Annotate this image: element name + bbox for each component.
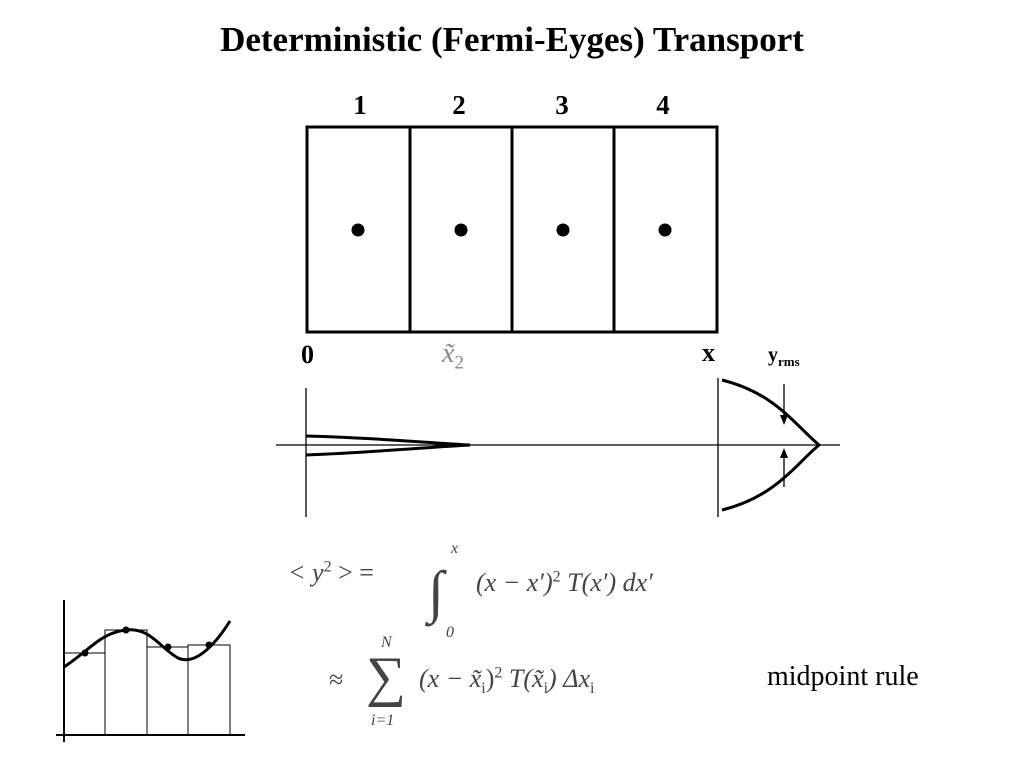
cell-label-1: 1: [353, 90, 367, 120]
initial-beam-profile: [305, 434, 471, 457]
exit-beam-profile: [721, 378, 822, 512]
yrms-label: yrms: [768, 344, 800, 369]
cell-label-2: 2: [452, 90, 466, 120]
sketch-midpoint-dot: [81, 649, 89, 657]
slab-end-label: x: [702, 338, 715, 367]
approx-symbol: ≈: [329, 665, 344, 694]
summation-sign: ∑: [366, 646, 406, 708]
sketch-function-curve: [63, 620, 232, 669]
integral-upper-limit: x: [451, 540, 459, 557]
sum-term: (x − x̃i)2 T(x̃i) Δxi: [419, 664, 595, 698]
integral-integrand: (x − x′)2 T(x′) dx′: [476, 568, 653, 597]
mean-square-lhs: < y2 > =: [288, 558, 374, 587]
midpoint-x2-label: x̃2: [442, 338, 464, 374]
slab-cells: [305, 125, 719, 334]
sketch-midpoint-dot: [122, 626, 130, 634]
sketch-bar: [63, 652, 106, 735]
cell-midpoint-dot: [454, 223, 468, 237]
sketch-bar: [104, 629, 148, 735]
cell-label-4: 4: [656, 90, 670, 120]
sum-lower-limit: i=1: [371, 712, 395, 729]
yrms-arrowhead-up-icon: [780, 448, 788, 458]
sum-upper-limit: N: [381, 634, 392, 651]
integral-lower-limit: 0: [446, 624, 454, 641]
cell-label-3: 3: [555, 90, 569, 120]
cell-midpoint-dot: [658, 223, 672, 237]
origin-label: 0: [301, 340, 314, 369]
sketch-midpoint-dot: [164, 643, 172, 651]
sketch-midpoint-dot: [205, 641, 213, 649]
cell-midpoint-dot: [556, 223, 570, 237]
cell-midpoint-dot: [351, 223, 365, 237]
yrms-arrowhead-down-icon: [780, 415, 788, 425]
beam-profiles: [276, 378, 840, 517]
midpoint-rule-sketch: [56, 600, 245, 742]
midpoint-rule-note: midpoint rule: [767, 661, 919, 692]
slide-title: Deterministic (Fermi-Eyges) Transport: [220, 20, 804, 59]
integral-sign: ∫: [428, 559, 444, 624]
